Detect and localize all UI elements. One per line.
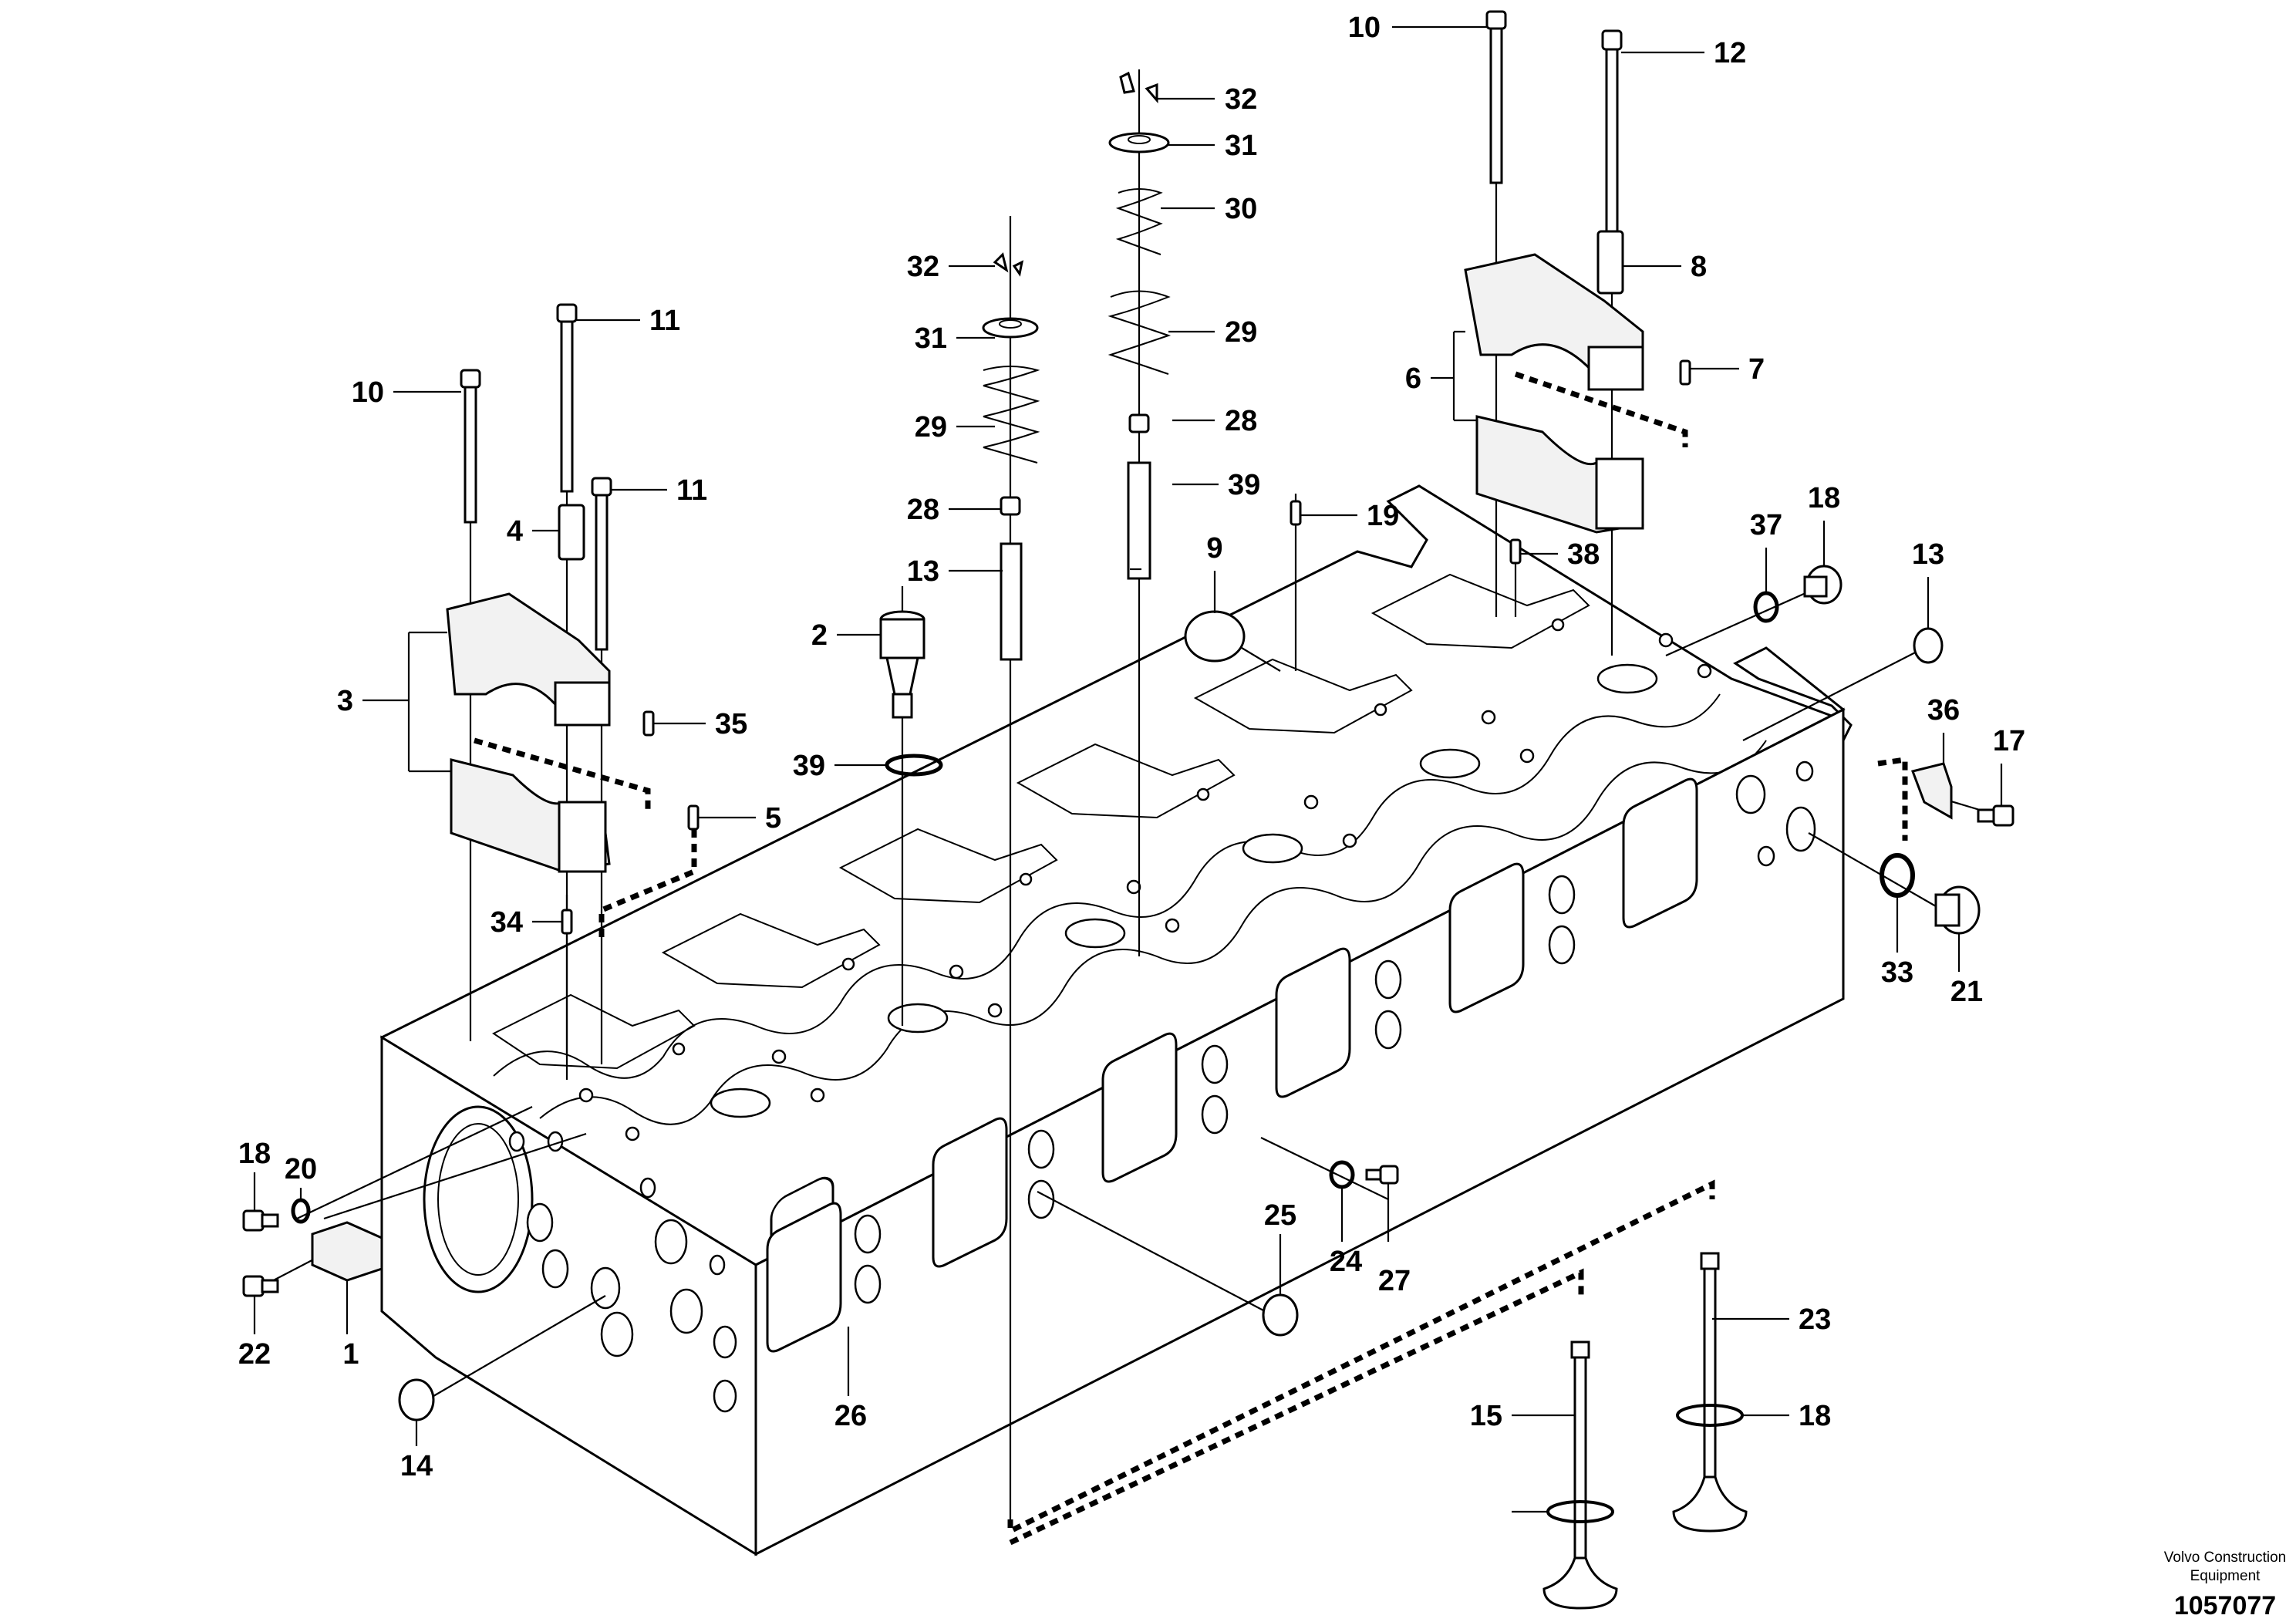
callout-31: 31	[1225, 130, 1257, 162]
dowel-5	[561, 909, 573, 935]
callout-18: 13	[1912, 538, 1944, 571]
bearing-cap-6	[1464, 253, 1644, 534]
callout-39: 5	[765, 802, 781, 835]
callout-11: 11	[676, 474, 707, 507]
credit-line-1: Volvo Construction	[2164, 1549, 2286, 1566]
dowel-3	[642, 710, 655, 737]
figure-number: 1057077	[2174, 1591, 2276, 1620]
callout-27: 23	[1799, 1303, 1831, 1336]
callout-21: 20	[285, 1153, 317, 1185]
plug-19	[1184, 610, 1246, 663]
bolt-20	[242, 1209, 279, 1232]
callout-26: 15	[1470, 1400, 1502, 1432]
callout-13: 39	[1228, 469, 1260, 501]
plug-18-right	[1913, 627, 1944, 664]
dowel-39-top	[1290, 500, 1302, 526]
plug-18-middle	[1262, 1293, 1299, 1337]
callout-32: 32	[907, 251, 939, 283]
callout-34: 33	[1881, 956, 1913, 989]
bracket-35	[1911, 762, 1953, 820]
callout-9: 38	[1567, 538, 1600, 571]
callout-13: 13	[907, 555, 939, 588]
plug-18-left	[398, 1378, 435, 1421]
callout-23: 22	[238, 1338, 271, 1371]
plug-33	[1934, 885, 1981, 935]
bearing-cap-2	[446, 592, 611, 873]
callout-24: 27	[1378, 1265, 1411, 1297]
callout-28: 28	[907, 494, 939, 526]
valve-27	[1672, 1252, 1748, 1533]
injector-sleeve-16	[879, 610, 925, 719]
callout-labels: 10 12 32 31 30 32 8 29 11 31 6 7 10 29 2…	[238, 12, 2025, 1482]
callout-10: 10	[352, 376, 384, 409]
callout-8: 8	[1691, 251, 1707, 283]
callout-29: 29	[1225, 316, 1257, 349]
callout-32: 32	[1225, 83, 1257, 116]
dowel-9	[1509, 538, 1522, 565]
callout-18: 14	[400, 1450, 433, 1482]
callout-18: 25	[1264, 1199, 1296, 1232]
callout-20: 18	[238, 1138, 271, 1170]
dashed-assembly-lines	[474, 371, 1908, 1546]
washer-21	[291, 1198, 311, 1224]
callout-39: 19	[1367, 500, 1399, 532]
block-22	[311, 1221, 383, 1282]
callout-19: 9	[1206, 532, 1222, 565]
callout-16: 2	[811, 619, 828, 652]
callout-38: 37	[1750, 509, 1782, 541]
callout-37: 18	[1808, 482, 1840, 514]
sleeve-4	[558, 504, 585, 561]
plug-37	[1803, 565, 1843, 605]
callout-10: 10	[1348, 12, 1381, 44]
callout-17: 39	[793, 750, 825, 782]
callout-25: 24	[1330, 1246, 1362, 1278]
callout-22: 1	[342, 1338, 359, 1371]
valve-spring-stack-left	[982, 252, 1040, 661]
callout-3: 35	[715, 708, 747, 740]
callout-6: 6	[1405, 363, 1421, 395]
callout-7: 7	[1748, 353, 1765, 386]
bolt-10-left	[460, 369, 481, 524]
callout-35: 36	[1927, 694, 1960, 727]
callout-leaders	[253, 25, 2003, 1513]
bolt-10-right	[1485, 10, 1507, 184]
callout-30: 30	[1225, 193, 1257, 225]
sleeve-8	[1596, 230, 1624, 295]
credit-block: Volvo Construction Equipment 1057077	[2164, 1549, 2286, 1620]
callout-11: 11	[649, 305, 680, 337]
callout-2: 3	[337, 685, 353, 717]
bolt-23	[242, 1275, 279, 1297]
callout-28: 28	[1225, 405, 1257, 437]
bolt-11-upper	[556, 303, 578, 493]
callout-5: 34	[491, 906, 523, 939]
callout-33: 21	[1950, 976, 1983, 1008]
callout-4: 4	[507, 515, 523, 548]
credit-line-2: Equipment	[2190, 1568, 2261, 1584]
dowel-39-left	[687, 804, 700, 831]
cylinder-head	[379, 484, 1853, 1556]
callout-31: 31	[915, 322, 947, 355]
bolt-36	[1977, 804, 2014, 827]
washer-34	[1880, 853, 1915, 898]
valve-spring-stack-right	[1108, 71, 1172, 580]
bolt-12	[1601, 29, 1623, 251]
dowel-7	[1679, 359, 1691, 386]
callout-36: 17	[1993, 725, 2025, 757]
bolt-11-lower	[591, 477, 612, 651]
valve-26	[1542, 1340, 1618, 1610]
bolt-24	[1365, 1165, 1399, 1185]
callout-15: 18	[1799, 1400, 1831, 1432]
callout-29: 29	[915, 411, 947, 443]
callout-12: 12	[1714, 37, 1746, 69]
callout-1: 26	[834, 1400, 867, 1432]
